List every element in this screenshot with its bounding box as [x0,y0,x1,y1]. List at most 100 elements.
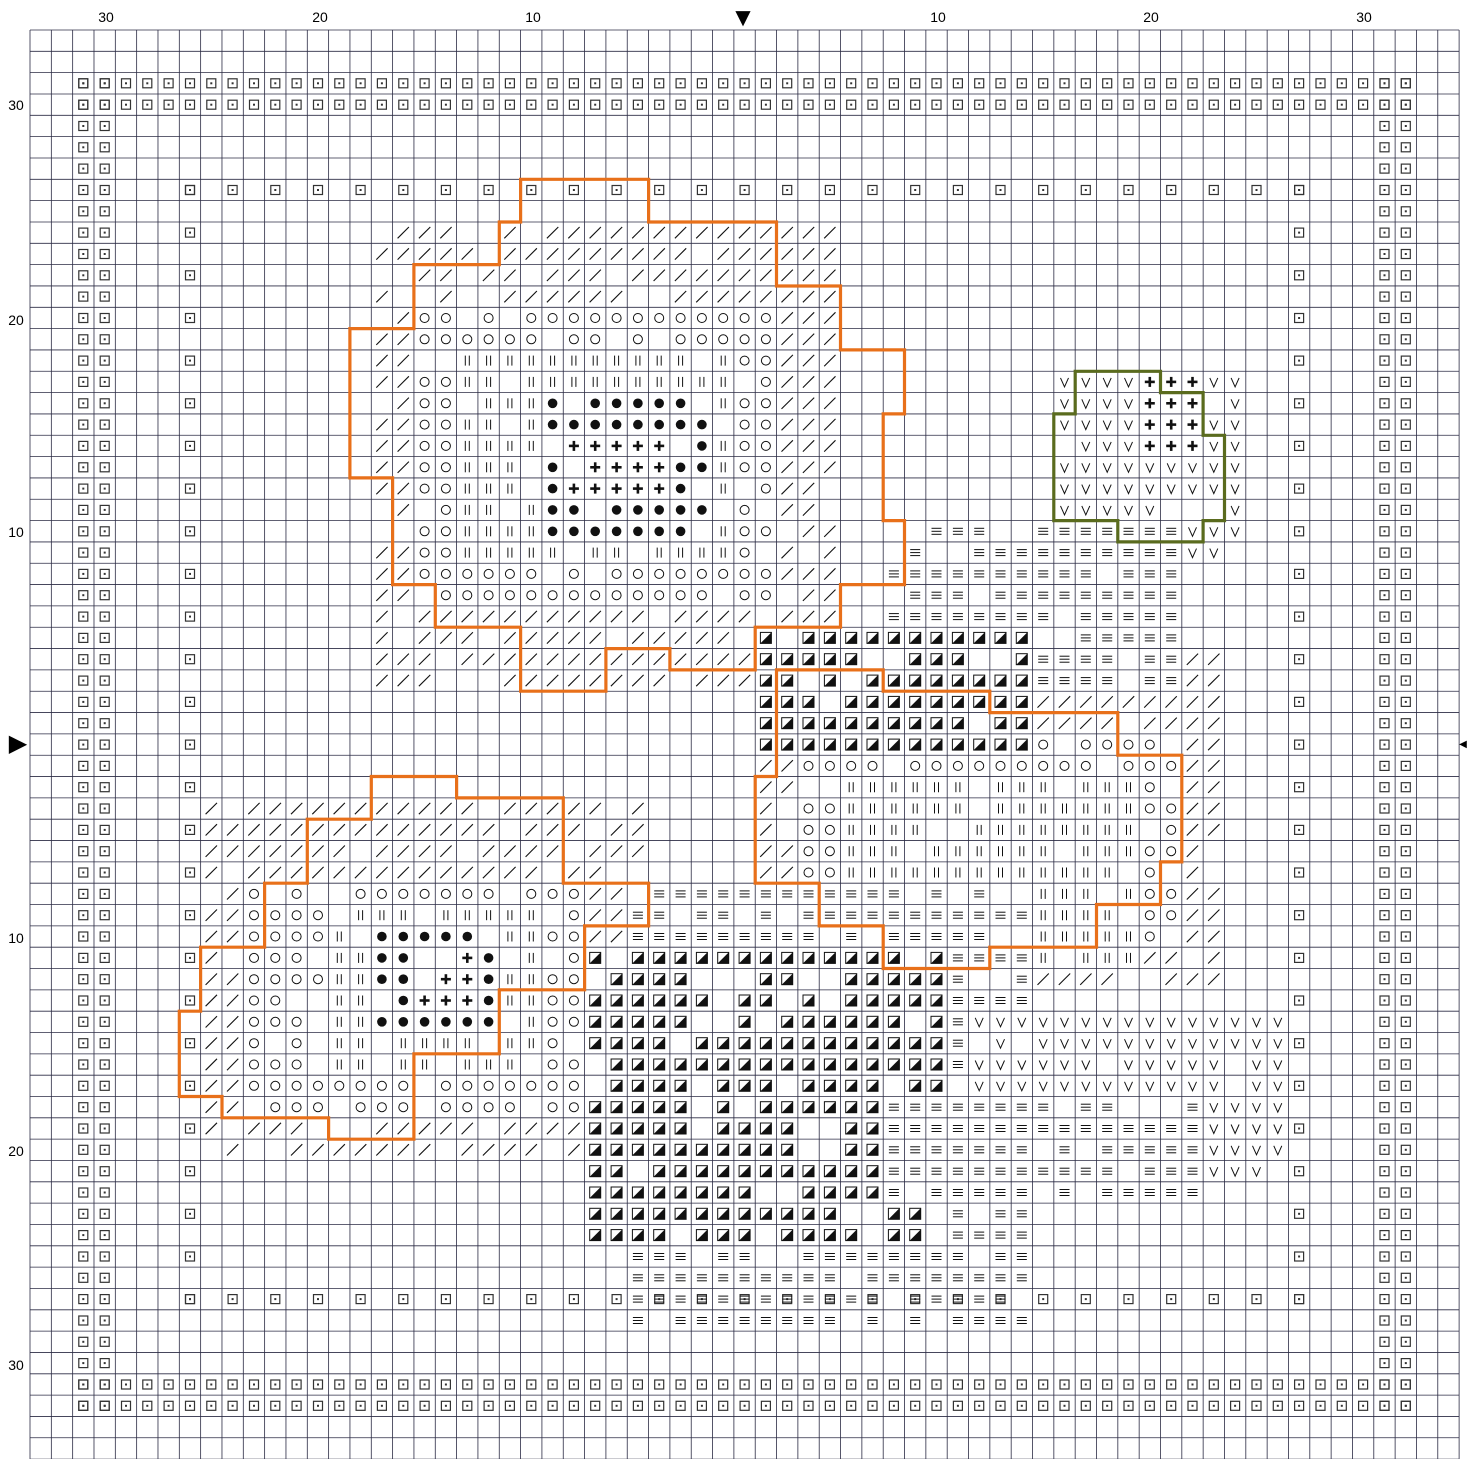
dotted-square-center [872,104,874,106]
dotted-square-center [82,637,84,639]
dotted-square-center [296,82,298,84]
diagonal-slash-symbol [312,867,323,878]
dotted-square-center [104,1362,106,1364]
diagonal-slash-symbol [526,248,537,259]
open-circle-symbol [761,399,770,408]
top-axis-label-10-left: 10 [525,9,541,25]
dotted-square-center [189,829,191,831]
dotted-square-center [1298,573,1300,575]
dotted-square-center [1298,744,1300,746]
open-circle-symbol [250,911,259,920]
diagonal-slash-symbol [739,227,750,238]
diagonal-slash-symbol [206,867,217,878]
open-circle-symbol [1167,825,1176,834]
dotted-square-center [808,82,810,84]
half-square-symbol [995,632,1006,643]
filled-dot-symbol [399,932,409,942]
half-square-symbol [931,1080,942,1091]
dotted-square-center [1042,82,1044,84]
diagonal-slash-symbol [206,1080,217,1091]
open-circle-symbol [441,1081,450,1090]
filled-dot-symbol [654,527,664,537]
dotted-square-center [573,189,575,191]
open-circle-symbol [548,996,557,1005]
half-square-symbol [910,718,921,729]
diagonal-slash-symbol [590,846,601,857]
dotted-square-center [146,104,148,106]
half-square-symbol [654,1187,665,1198]
vee-symbol [1061,506,1069,515]
open-circle-symbol [1145,932,1154,941]
open-circle-symbol [548,1103,557,1112]
vee-symbol [1210,1125,1218,1134]
open-circle-symbol [441,463,450,472]
dotted-square-center [104,1064,106,1066]
diagonal-slash-symbol [1144,696,1155,707]
diagonal-slash-symbol [803,568,814,579]
half-square-symbol [632,1038,643,1049]
vee-symbol [1231,421,1239,430]
half-square-symbol [654,1144,665,1155]
diagonal-slash-symbol [782,547,793,558]
vee-symbol [1146,463,1154,472]
dotted-square-center [82,1213,84,1215]
half-square-symbol [803,995,814,1006]
diagonal-slash-symbol [568,248,579,259]
dotted-square-center [637,1384,639,1386]
half-square-symbol [824,1059,835,1070]
vee-symbol [1210,1018,1218,1027]
diagonal-slash-symbol [462,1123,473,1134]
diagonal-slash-symbol [547,846,558,857]
open-circle-symbol [548,1081,557,1090]
diagonal-slash-symbol [632,611,643,622]
dotted-square-center [104,1256,106,1258]
open-circle-symbol [484,1103,493,1112]
dotted-square-center [104,872,106,874]
dotted-square-center [1384,978,1386,980]
top-axis-label-30-right: 30 [1356,9,1372,25]
half-square-symbol [824,739,835,750]
grid-lines [30,30,1459,1459]
dotted-square-center [1384,104,1386,106]
left-axis-label-30-bottom: 30 [8,1357,24,1373]
dotted-square-center [189,530,191,532]
open-circle-symbol [740,591,749,600]
diagonal-slash-symbol [1187,696,1198,707]
dotted-square-center [168,104,170,106]
dotted-square-center [104,957,106,959]
vee-symbol [1253,1061,1261,1070]
dotted-square-center [1405,1064,1407,1066]
dotted-square-center [1405,808,1407,810]
open-circle-symbol [527,889,536,898]
diagonal-slash-symbol [419,227,430,238]
diagonal-slash-symbol [483,654,494,665]
dotted-square-center [765,1384,767,1386]
dotted-square-center [82,552,84,554]
dotted-square-center [82,1170,84,1172]
half-square-symbol [611,1230,622,1241]
dotted-square-center [1042,1298,1044,1300]
open-circle-symbol [569,314,578,323]
diagonal-slash-symbol [590,611,601,622]
open-circle-symbol [250,953,259,962]
dotted-square-center [850,1405,852,1407]
diagonal-slash-symbol [568,611,579,622]
dotted-square-center [1384,317,1386,319]
diagonal-slash-symbol [782,440,793,451]
open-circle-symbol [399,1103,408,1112]
dotted-square-center [573,1405,575,1407]
dotted-square-center [104,1277,106,1279]
dotted-square-center [104,125,106,127]
dotted-square-center [1405,189,1407,191]
dotted-square-center [552,1405,554,1407]
dotted-square-center [1384,509,1386,511]
vee-symbol [1125,463,1133,472]
diagonal-slash-symbol [590,888,601,899]
diagonal-slash-symbol [206,974,217,985]
vee-symbol [1231,1125,1239,1134]
vee-symbol [1103,399,1111,408]
half-square-symbol [867,952,878,963]
dotted-square-center [1128,1298,1130,1300]
vee-symbol [1231,1039,1239,1048]
